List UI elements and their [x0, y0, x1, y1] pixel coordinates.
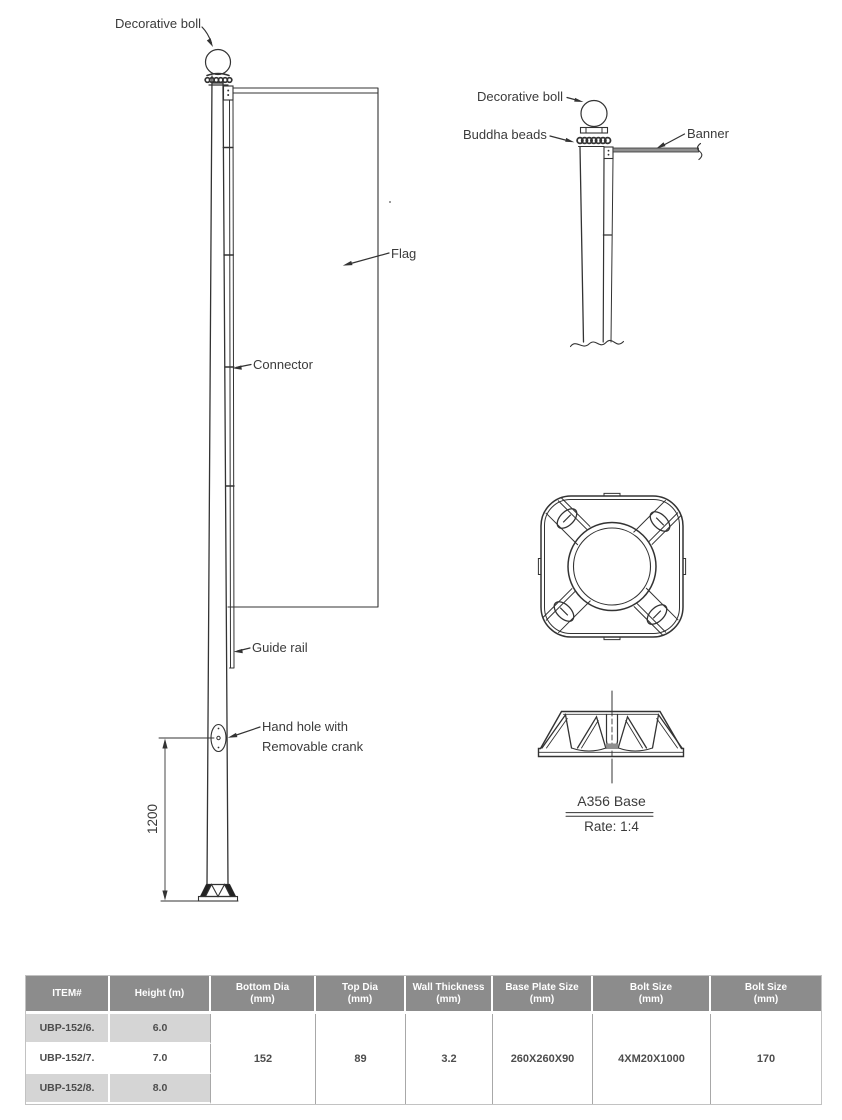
arrowhead-icon: [565, 137, 575, 143]
label-banner: Banner: [687, 126, 729, 141]
header-title: Base Plate Size: [505, 981, 579, 993]
table-header-item: ITEM#: [26, 976, 110, 1014]
header-title: Top Dia: [342, 981, 378, 993]
label-decorative-boll-right: Decorative boll: [477, 89, 563, 104]
header-title: ITEM#: [52, 987, 82, 999]
flagpole-elevation-drawing: [158, 26, 391, 902]
pole-right-edge: [222, 82, 229, 886]
halyard-box-icon: [222, 85, 234, 101]
label-buddha-beads: Buddha beads: [463, 127, 547, 142]
table-cell-item: UBP-152/8.: [26, 1074, 110, 1104]
header-title: Bolt Size: [629, 981, 673, 993]
label-rate: Rate: 1:4: [584, 819, 639, 834]
header-title: Bottom Dia: [235, 981, 290, 993]
label-guide-rail: Guide rail: [252, 640, 308, 655]
flag-outline: [227, 87, 379, 608]
halyard-box-icon: [603, 146, 614, 160]
table-cell-bolt-size-2: 170: [711, 1014, 821, 1104]
label-a356-base: A356 Base: [577, 793, 646, 809]
base-plate-top-view-drawing: [537, 492, 687, 641]
label-decorative-boll-left: Decorative boll: [115, 16, 201, 31]
arrowhead-icon: [342, 260, 353, 266]
ball-finial-icon: [204, 48, 232, 76]
pole-base-icon: [197, 883, 239, 902]
label-flag: Flag: [391, 246, 417, 261]
table-header-wall-thickness: Wall Thickness (mm): [406, 976, 493, 1014]
drawing-canvas: [158, 26, 703, 902]
break-line: [569, 339, 625, 348]
spec-table: ITEM# Height (m) Bottom Dia (mm) Top Dia…: [25, 975, 822, 1105]
table-cell-height: 7.0: [110, 1044, 211, 1074]
title-underline: [565, 812, 654, 817]
header-unit: (mm): [436, 993, 461, 1005]
arrowhead-icon: [227, 732, 238, 738]
connector-joints: [222, 146, 235, 487]
header-title: Bolt Size: [744, 981, 788, 993]
header-unit: (mm): [250, 993, 275, 1005]
table-header-height: Height (m): [110, 976, 211, 1014]
table-cell-wall-thickness: 3.2: [406, 1014, 493, 1104]
ball-finial-icon: [580, 99, 608, 128]
table-header-bolt-size: Bolt Size (mm): [593, 976, 711, 1014]
bolt-slot-icon: [633, 587, 679, 637]
bolt-slot-icon: [542, 587, 592, 634]
table-header-bottom-dia: Bottom Dia (mm): [211, 976, 316, 1014]
table-cell-base-plate-size: 260X260X90: [493, 1014, 593, 1104]
table-header-base-plate-size: Base Plate Size (mm): [493, 976, 593, 1014]
header-title: Height (m): [134, 987, 185, 999]
table-cell-bolt-size: 4XM20X1000: [593, 1014, 711, 1104]
table-header-top-dia: Top Dia (mm): [316, 976, 406, 1014]
label-hand-hole-line2: Removable crank: [262, 739, 364, 754]
bolt-slot-icon: [632, 499, 682, 546]
bolt-slot-icon: [545, 496, 591, 546]
dimension-1200-text: 1200: [145, 803, 160, 835]
gusset-ribs: [541, 713, 683, 749]
label-hand-hole-line1: Hand hole with: [262, 719, 348, 734]
arrowhead-icon: [574, 97, 584, 102]
arrowhead-icon: [233, 648, 243, 654]
pole-top-detail-drawing: [549, 96, 703, 348]
table-cell-bottom-dia: 152: [211, 1014, 316, 1104]
pole-left-edge: [206, 75, 213, 886]
pole-socket-circle: [567, 521, 657, 612]
base-side-view-drawing: [537, 690, 685, 817]
table-cell-height: 6.0: [110, 1014, 211, 1044]
table-cell-item: UBP-152/7.: [26, 1044, 110, 1074]
header-unit: (mm): [529, 993, 555, 1005]
label-connector: Connector: [253, 357, 313, 372]
buddha-beads-icon: [576, 136, 612, 145]
dimension-1200: [158, 737, 239, 902]
header-unit: (mm): [638, 993, 664, 1005]
table-header-bolt-size-2: Bolt Size (mm): [711, 976, 821, 1014]
header-unit: (mm): [753, 993, 779, 1005]
arrowhead-icon: [656, 142, 666, 149]
banner-bar-icon: [612, 147, 699, 153]
bead-collar-icon: [204, 76, 233, 84]
arrowhead-icon: [206, 38, 213, 47]
table-cell-height: 8.0: [110, 1074, 211, 1104]
header-unit: (mm): [347, 993, 373, 1005]
arrowhead-icon: [232, 365, 242, 370]
header-title: Wall Thickness: [412, 981, 485, 993]
guide-rail-lines: [229, 99, 235, 669]
table-cell-top-dia: 89: [316, 1014, 406, 1104]
table-cell-item: UBP-152/6.: [26, 1014, 110, 1044]
